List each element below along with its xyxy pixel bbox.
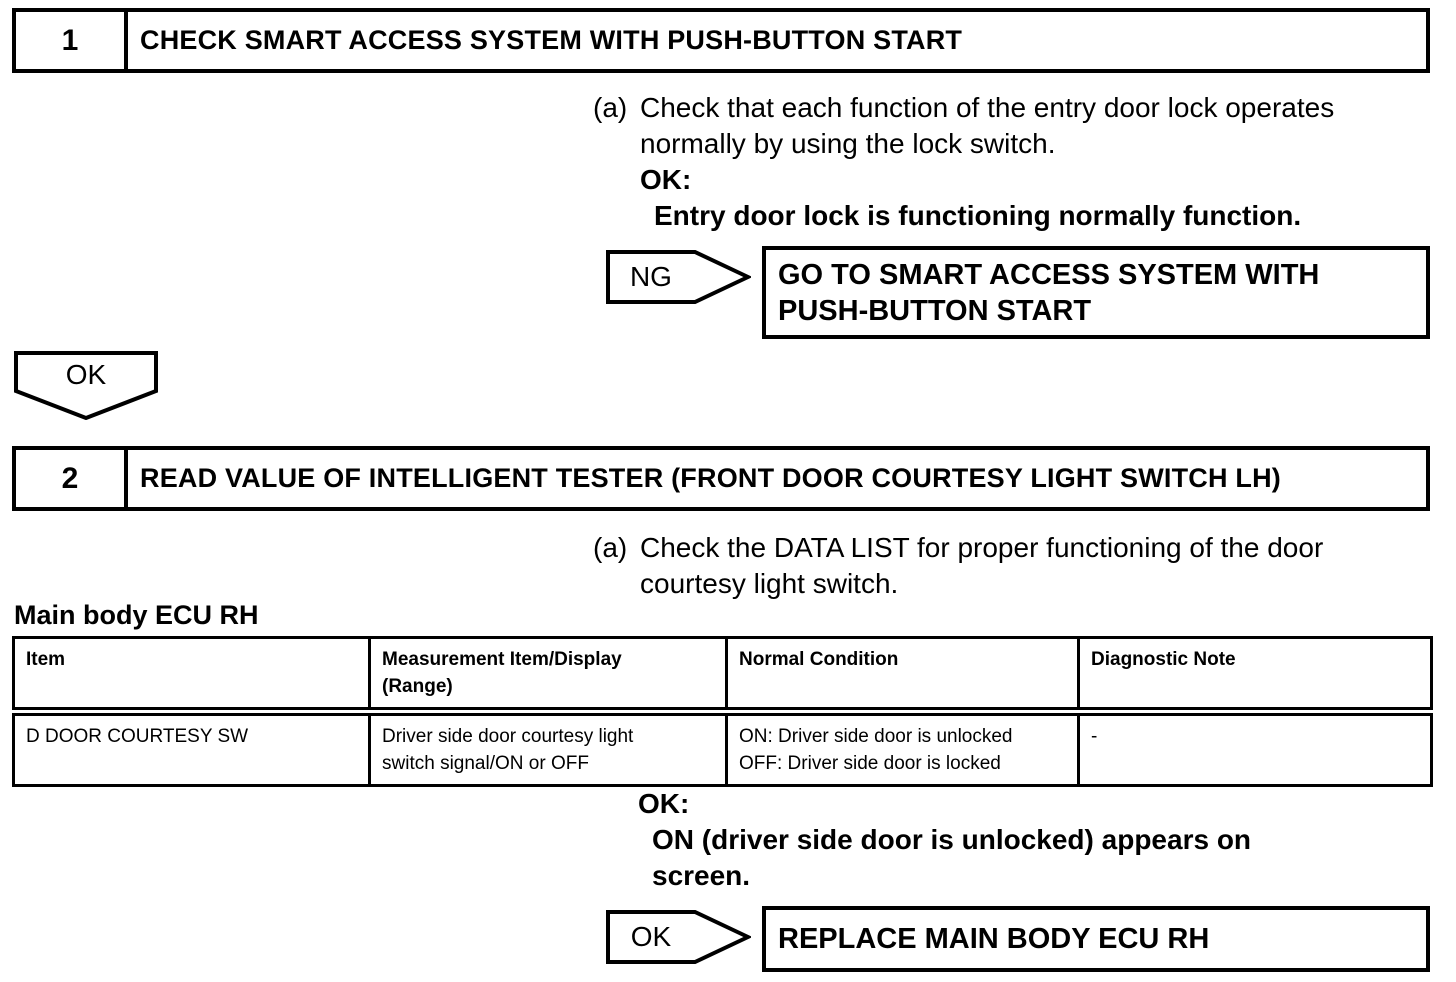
ok-action-box: REPLACE MAIN BODY ECU RH <box>762 906 1430 972</box>
step-2-instruction: (a) Check the DATA LIST for proper funct… <box>593 530 1443 602</box>
list-marker-a: (a) <box>593 532 628 563</box>
ok-heading: OK: <box>638 788 690 819</box>
down-arrow-flag-icon <box>14 351 158 420</box>
step-2-title: READ VALUE OF INTELLIGENT TESTER (FRONT … <box>140 463 1281 493</box>
cell-measurement: Driver side door courtesy light switch s… <box>368 710 728 787</box>
list-marker-a: (a) <box>593 92 628 123</box>
table-caption: Main body ECU RH <box>14 600 259 630</box>
ok-connector-label: OK <box>630 921 672 952</box>
ng-connector: NG <box>606 250 751 304</box>
step-1-number: 1 <box>16 12 128 69</box>
cell-item: D DOOR COURTESY SW <box>12 710 371 787</box>
step-1-instruction: (a) Check that each function of the entr… <box>593 90 1443 234</box>
step-2-ok-block: OK: ON (driver side door is unlocked) ap… <box>638 786 1398 894</box>
data-list-table: Item Measurement Item/Display (Range) No… <box>12 636 1433 787</box>
cell-normal-condition: ON: Driver side door is unlocked OFF: Dr… <box>725 710 1080 787</box>
instruction-text: Check the DATA LIST for proper functioni… <box>640 532 1324 599</box>
ng-connector-label: NG <box>629 261 672 292</box>
column-header-normal-condition: Normal Condition <box>725 636 1080 716</box>
step-1-title: CHECK SMART ACCESS SYSTEM WITH PUSH-BUTT… <box>140 25 963 55</box>
ng-action-box: GO TO SMART ACCESS SYSTEM WITH PUSH-BUTT… <box>762 246 1430 339</box>
instruction-body: Check that each function of the entry do… <box>640 90 1443 234</box>
cell-diagnostic-note: - <box>1077 710 1433 787</box>
step-2-number: 2 <box>16 450 128 507</box>
instruction-body: Check the DATA LIST for proper functioni… <box>640 530 1443 602</box>
right-arrow-flag-icon <box>606 250 751 304</box>
ok-connector-down: OK <box>14 351 158 420</box>
step-2-header: 2 READ VALUE OF INTELLIGENT TESTER (FRON… <box>12 446 1430 511</box>
column-header-measurement: Measurement Item/Display (Range) <box>368 636 728 716</box>
ok-connector-label: OK <box>65 359 107 390</box>
ok-action-text: REPLACE MAIN BODY ECU RH <box>778 923 1210 955</box>
ok-condition-text: ON (driver side door is unlocked) appear… <box>652 824 1252 891</box>
table-header-row: Item Measurement Item/Display (Range) No… <box>12 636 1433 716</box>
table-row: D DOOR COURTESY SW Driver side door cour… <box>12 710 1433 787</box>
column-header-item: Item <box>12 636 371 716</box>
ok-heading: OK: <box>640 164 692 195</box>
ng-action-text: GO TO SMART ACCESS SYSTEM WITH PUSH-BUTT… <box>778 258 1320 327</box>
right-arrow-flag-icon <box>606 910 751 964</box>
ok-connector: OK <box>606 910 751 964</box>
ok-condition-text: Entry door lock is functioning normally … <box>654 200 1302 231</box>
step-1-header: 1 CHECK SMART ACCESS SYSTEM WITH PUSH-BU… <box>12 8 1430 73</box>
instruction-text: Check that each function of the entry do… <box>640 92 1335 159</box>
column-header-diagnostic-note: Diagnostic Note <box>1077 636 1433 716</box>
